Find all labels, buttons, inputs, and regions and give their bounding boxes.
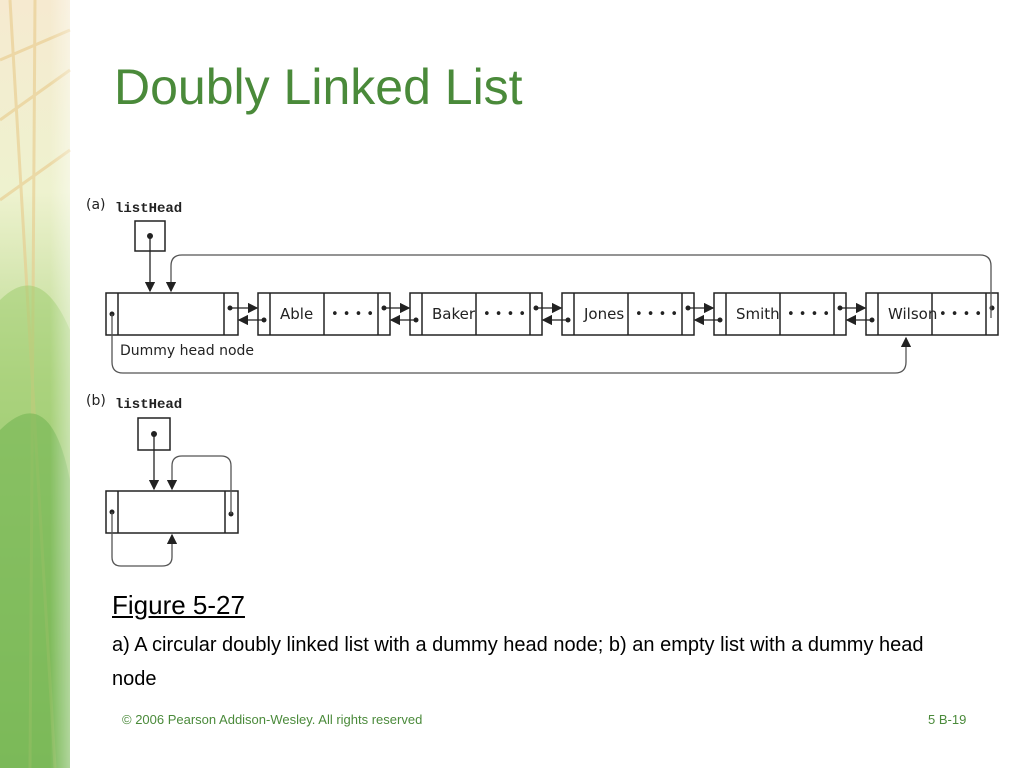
list-head-label-b: listHead [115, 397, 182, 413]
node-ellipsis: • • • • [331, 307, 374, 322]
list-node: Able • • • • [257, 292, 391, 336]
list-node: Smith • • • • [713, 292, 847, 336]
node-ellipsis: • • • • [939, 307, 982, 322]
node-label: Smith [736, 305, 780, 323]
copyright-footer: © 2006 Pearson Addison-Wesley. All right… [122, 712, 423, 727]
node-ellipsis: • • • • [635, 307, 678, 322]
part-b-label: (b) [86, 393, 106, 409]
slide-title: Doubly Linked List [114, 59, 523, 115]
figure-label: Figure 5-27 [112, 590, 245, 620]
node-label: Jones [583, 305, 624, 323]
node-ellipsis: • • • • [483, 307, 526, 322]
wrap-forward-link [165, 254, 992, 318]
dummy-head-node-a [105, 292, 239, 336]
figure-caption: a) A circular doubly linked list with a … [112, 634, 924, 690]
list-nodes: Able• • • •Baker• • • •Jones• • • •Smith… [230, 292, 999, 336]
part-a-label: (a) [86, 197, 106, 213]
dummy-head-label: Dummy head node [120, 343, 254, 359]
node-label: Able [280, 305, 313, 323]
dummy-head-node-b [105, 490, 239, 534]
slide-number: 5 B-19 [928, 712, 967, 727]
list-node: Jones • • • • [561, 292, 695, 336]
node-next-pointer-dot [989, 305, 995, 311]
empty-next-self-link [166, 455, 232, 514]
list-node: Baker • • • • [409, 292, 543, 336]
empty-prev-self-link [111, 512, 178, 567]
wrap-backward-link [111, 314, 912, 374]
list-head-label-a: listHead [115, 201, 182, 217]
node-ellipsis: • • • • [787, 307, 830, 322]
list-node: Wilson• • • • [865, 292, 999, 336]
node-label: Wilson [888, 305, 937, 323]
node-label: Baker [432, 305, 476, 323]
